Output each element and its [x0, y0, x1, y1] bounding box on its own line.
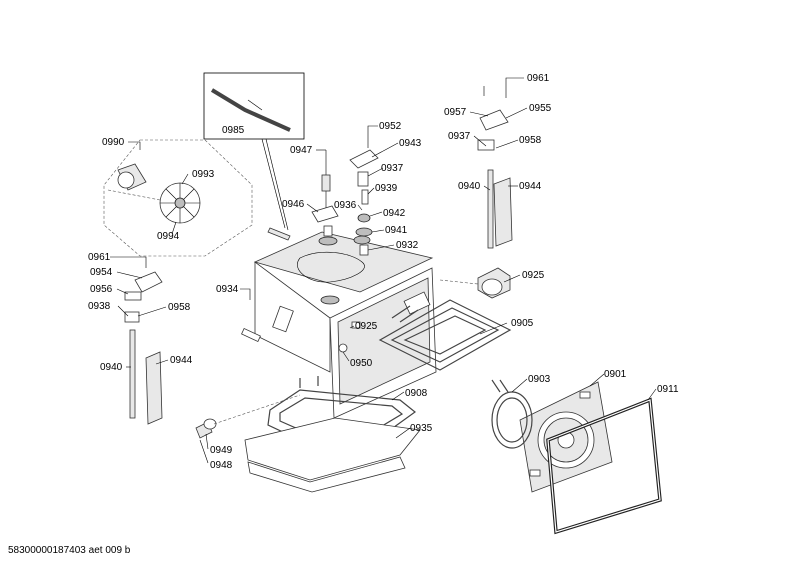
callout-0938: 0938: [88, 301, 111, 312]
callout-0905: 0905: [511, 318, 534, 329]
fan-motor-detail: [103, 139, 253, 257]
callout-0990: 0990: [102, 137, 125, 148]
callout-0901: 0901: [604, 369, 627, 380]
callout-0936: 0936: [334, 200, 357, 211]
leader-lines: [110, 77, 657, 464]
callout-0994: 0994: [157, 231, 180, 242]
callout-0937-mid: 0937: [381, 163, 404, 174]
fan-cover-panel: [519, 381, 613, 493]
callout-0956: 0956: [90, 284, 113, 295]
callout-0941: 0941: [385, 225, 408, 236]
callout-0925-mid: 0925: [355, 321, 378, 332]
callout-0932: 0932: [396, 240, 419, 251]
center-top-parts: [311, 149, 379, 256]
door-seal: [546, 397, 662, 535]
callout-0940-left: 0940: [100, 362, 123, 373]
callout-0937-right: 0937: [448, 131, 471, 142]
callout-0908: 0908: [405, 388, 428, 399]
grill-heating-element: [378, 299, 512, 371]
right-hinge-assembly: [477, 109, 513, 249]
callout-0952: 0952: [379, 121, 402, 132]
callout-0961-left: 0961: [88, 252, 111, 263]
callout-0943: 0943: [399, 138, 422, 149]
callout-0903: 0903: [528, 374, 551, 385]
callout-0993: 0993: [192, 169, 215, 180]
callout-0911: 0911: [657, 384, 679, 395]
callout-0955: 0955: [529, 103, 552, 114]
bottom-left-parts: [195, 343, 348, 439]
left-hinge-assembly: [124, 271, 163, 425]
callout-0940-right: 0940: [458, 181, 481, 192]
oven-cavity: [241, 231, 437, 419]
callout-0948: 0948: [210, 460, 233, 471]
bottom-insulation: [244, 417, 421, 493]
callout-0947: 0947: [290, 145, 313, 156]
callout-0935: 0935: [410, 423, 433, 434]
callout-labels: 0961 0957 0955 0937 0958 0940 0944 0952 …: [88, 73, 679, 471]
callout-0985: 0985: [222, 125, 245, 136]
lower-heating-element: [267, 376, 416, 441]
callout-0958-left: 0958: [168, 302, 191, 313]
callout-0946: 0946: [282, 199, 305, 210]
probe-socket-inset: [203, 72, 305, 241]
callout-0961-top: 0961: [527, 73, 550, 84]
callout-0939: 0939: [375, 183, 398, 194]
callout-0944-left: 0944: [170, 355, 193, 366]
temperature-limiter: [439, 267, 511, 299]
callout-0950: 0950: [350, 358, 373, 369]
callout-0925-right: 0925: [522, 270, 545, 281]
callout-0949: 0949: [210, 445, 233, 456]
drawing-footer-id: 58300000187403 aet 009 b: [8, 545, 131, 556]
callout-0944-right: 0944: [519, 181, 542, 192]
callout-0934: 0934: [216, 284, 239, 295]
callout-0957: 0957: [444, 107, 467, 118]
callout-0942: 0942: [383, 208, 406, 219]
callout-0954: 0954: [90, 267, 113, 278]
callout-0958-right: 0958: [519, 135, 542, 146]
